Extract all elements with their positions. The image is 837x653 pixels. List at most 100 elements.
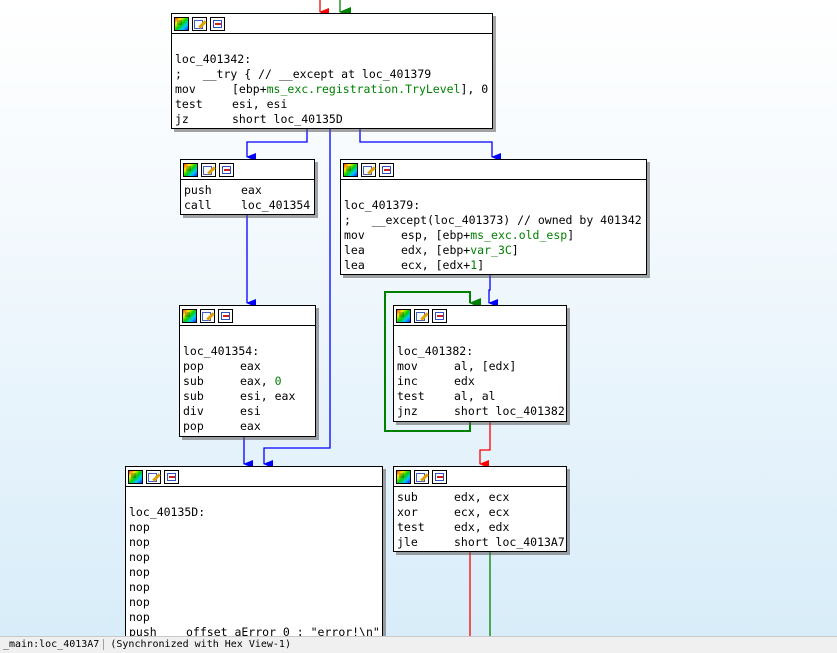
comment-text: ; __try { // __except at loc_401379 [175,67,432,81]
xrefs-icon[interactable] [432,469,447,484]
xrefs-icon[interactable] [210,16,225,31]
code-line[interactable]: ; __try { // __except at loc_401379 [175,67,492,82]
xrefs-icon[interactable] [164,469,179,484]
xrefs-icon[interactable] [432,308,447,323]
code-line[interactable]: nop [129,580,382,595]
mnemonic: mov [397,359,418,373]
mnemonic: jnz [397,404,418,418]
code-line[interactable]: jz short loc_40135D [175,112,492,127]
mnemonic: push [184,183,212,197]
mnemonic: nop [129,550,150,564]
edit-node-icon[interactable] [414,469,429,484]
code-line[interactable]: loc_40135D: [129,505,382,520]
edge-401342-push [246,129,308,161]
mnemonic: lea [344,258,365,272]
code-line[interactable]: nop [129,595,382,610]
xrefs-icon[interactable] [379,162,394,177]
operand: ecx, [edx+ [401,258,471,272]
operand-suffix: ] [477,258,485,272]
graph-overview-icon[interactable] [396,469,411,484]
mnemonic: push [129,625,157,636]
node-titlebar [181,160,314,180]
mnemonic: pop [183,419,204,433]
mnemonic: jz [175,112,189,126]
edge-401379-401382 [488,275,498,307]
code-line[interactable]: nop [129,550,382,565]
node-titlebar [180,306,315,326]
node-loc-401342[interactable]: loc_401342:; __try { // __except at loc_… [171,13,493,129]
xrefs-icon[interactable] [218,308,233,323]
edit-node-icon[interactable] [146,469,161,484]
code-line[interactable]: nop [129,610,382,625]
edit-node-icon[interactable] [414,308,429,323]
node-titlebar [394,467,566,487]
edit-node-icon[interactable] [201,162,216,177]
code-line[interactable]: ; __except(loc_401373) // owned by 40134… [344,213,646,228]
edit-node-icon[interactable] [192,16,207,31]
code-line[interactable]: loc_401379: [344,198,646,213]
mnemonic: nop [129,520,150,534]
code-line[interactable]: loc_401382: [397,344,566,359]
graph-view[interactable]: loc_401342:; __try { // __except at loc_… [0,0,837,636]
graph-overview-icon[interactable] [396,308,411,323]
operand: short loc_401382 [454,404,565,418]
code-line[interactable]: loc_401354: [183,344,315,359]
graph-overview-icon[interactable] [182,308,197,323]
graph-overview-icon[interactable] [343,162,358,177]
node-titlebar [341,160,646,180]
mnemonic: mov [344,228,365,242]
operand-symbol: ms_exc.old_esp [470,228,568,242]
xrefs-icon[interactable] [219,162,234,177]
operand-symbol: ms_exc.registration.TryLevel [266,82,461,96]
graph-overview-icon[interactable] [183,162,198,177]
code-line[interactable]: nop [129,565,382,580]
edit-node-icon[interactable] [361,162,376,177]
mnemonic: div [183,404,204,418]
comment-text: ; __except(loc_401373) // owned by 40134… [344,213,642,227]
edit-node-icon[interactable] [200,308,215,323]
mnemonic: test [397,389,425,403]
code-line[interactable]: loc_401342: [175,52,492,67]
code-line[interactable]: nop [129,535,382,550]
node-loc-401379[interactable]: loc_401379:; __except(loc_401373) // own… [340,159,647,275]
code-line[interactable]: mov[ebp+ms_exc.registration.TryLevel], 0 [175,82,492,97]
code-line[interactable]: jnz short loc_401382 [397,404,566,419]
edge-401342-40135D [263,129,331,468]
code-line[interactable]: nop [129,520,382,535]
operand: esi, eax [240,389,296,403]
graph-overview-icon[interactable] [174,16,189,31]
graph-overview-icon[interactable] [128,469,143,484]
mnemonic: lea [344,243,365,257]
operand: esi, esi [232,97,288,111]
mnemonic: nop [129,565,150,579]
graph-edges [243,0,501,636]
operand: short loc_40135D [232,112,343,126]
operand-suffix: ] [567,228,575,242]
mnemonic: jle [397,535,418,549]
